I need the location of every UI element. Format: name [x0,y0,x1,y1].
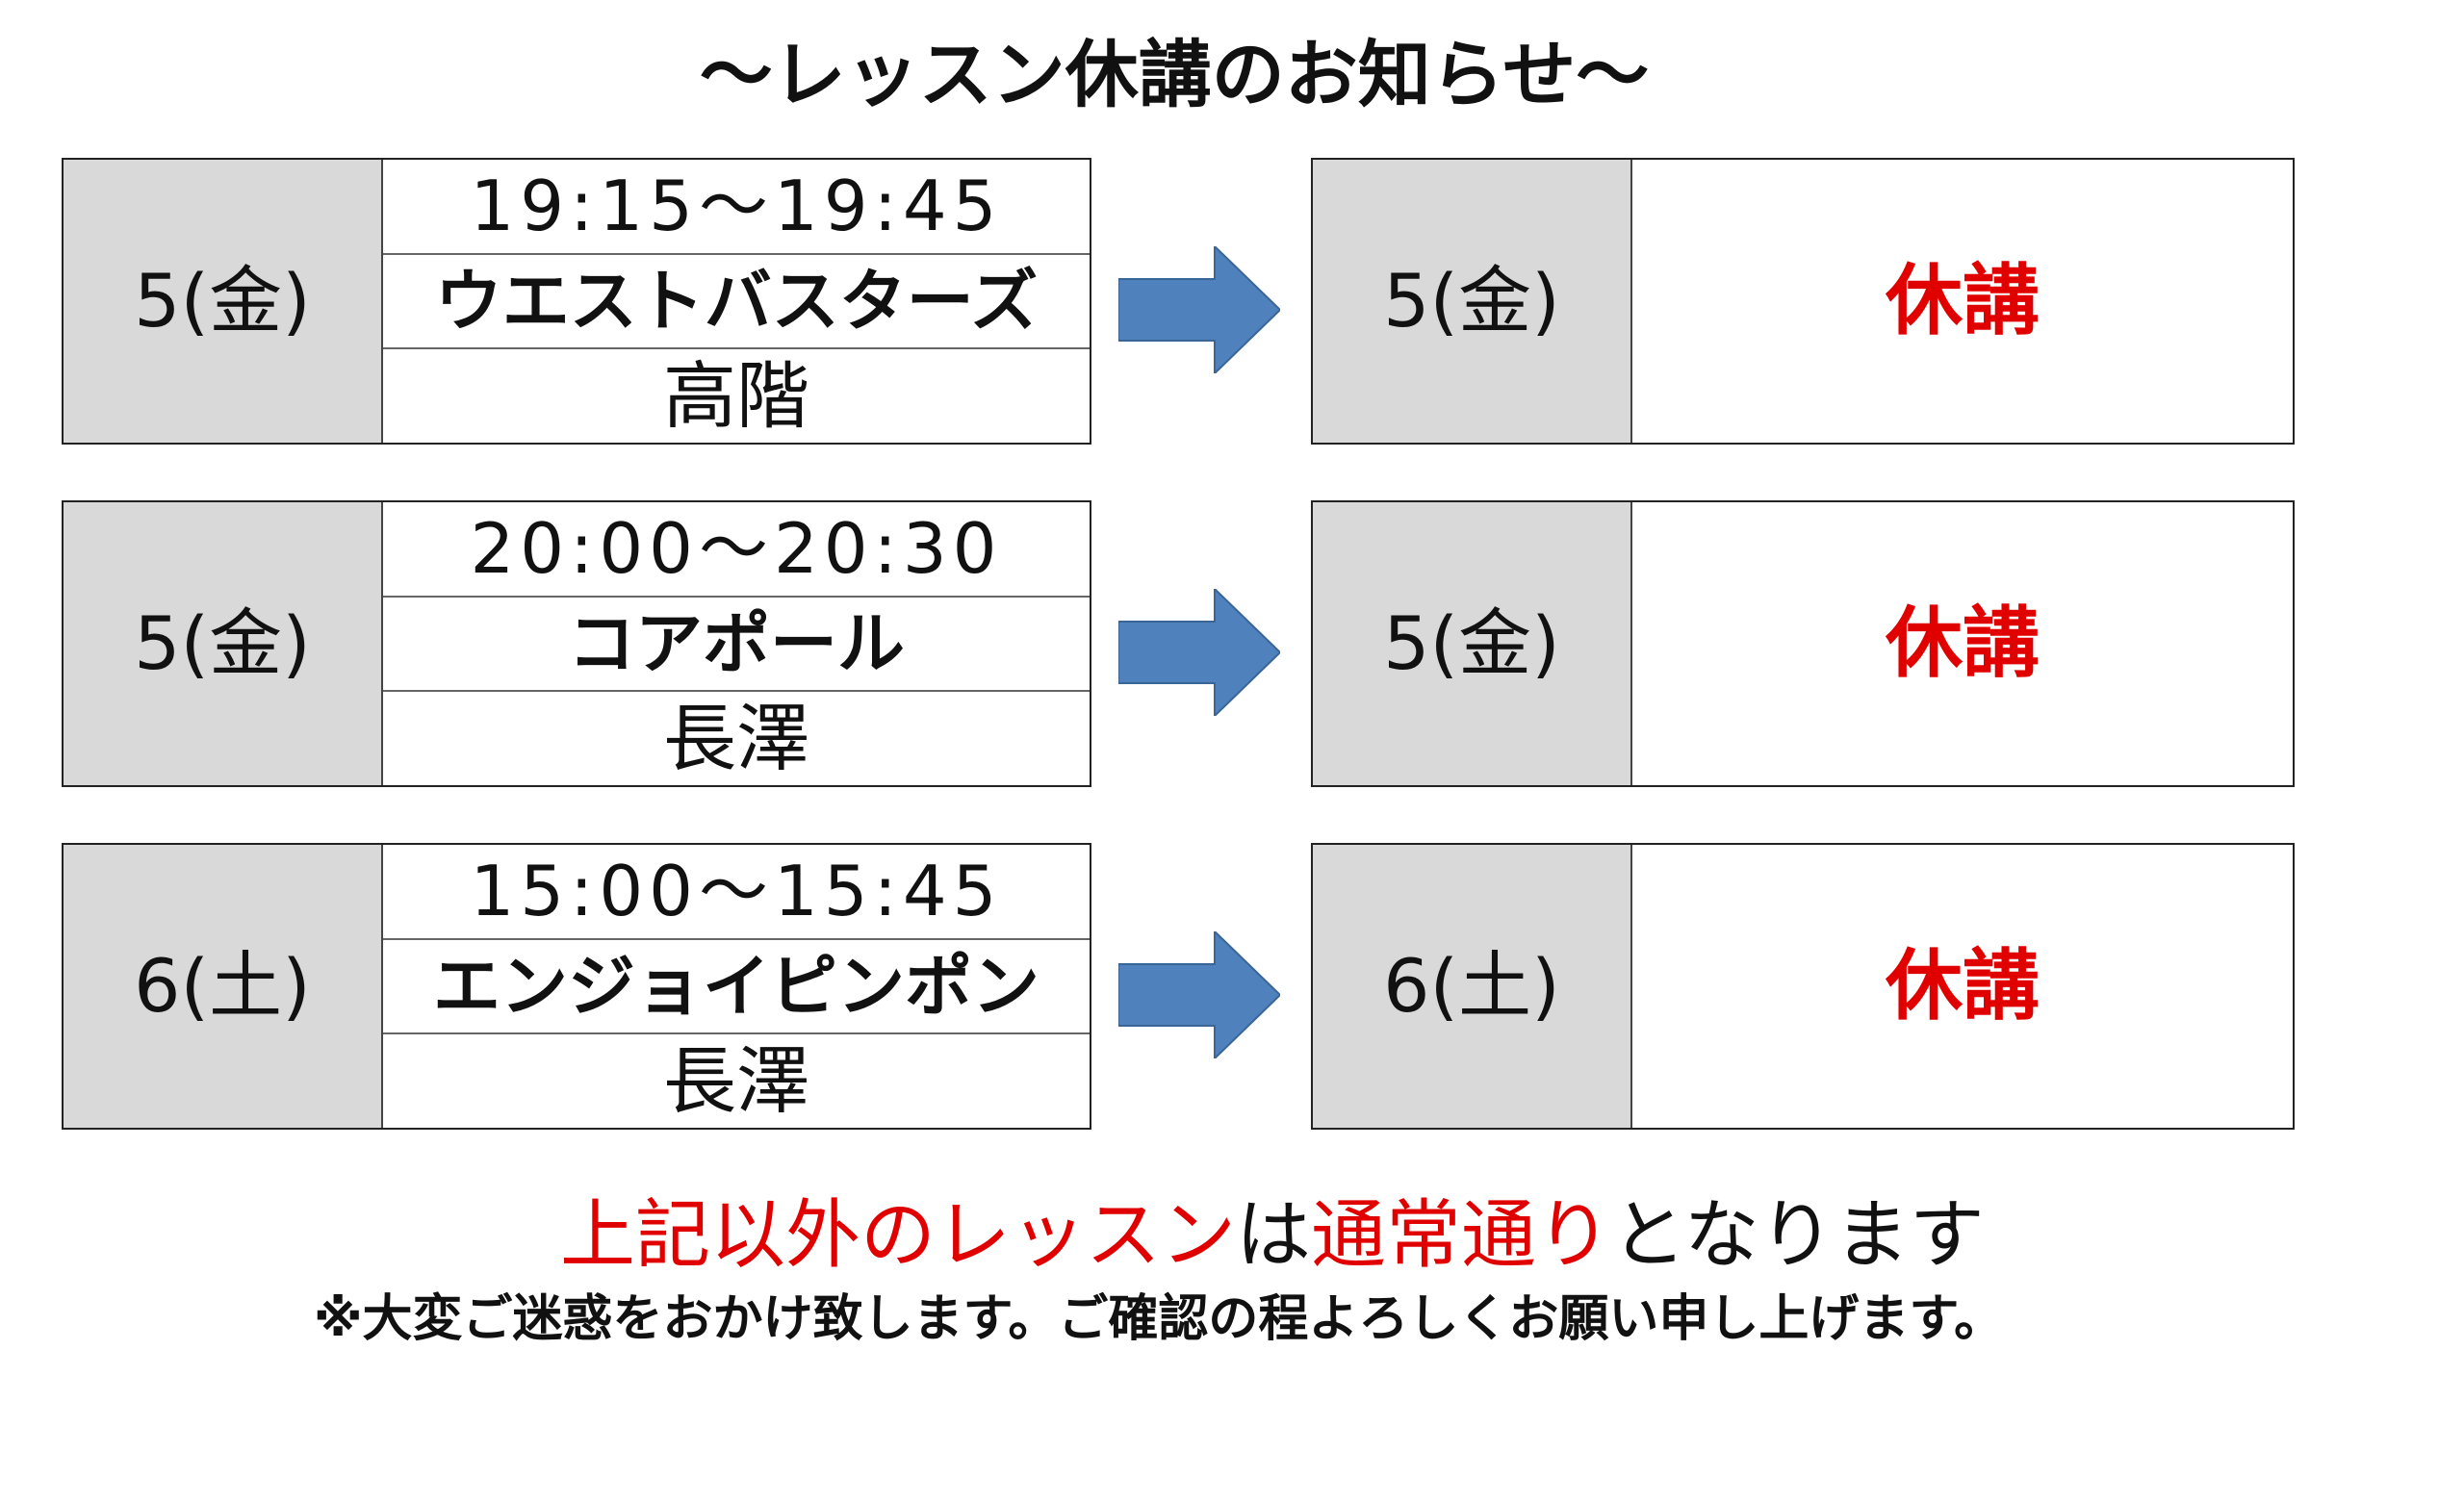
result-box: 6(土) 休講 [1311,843,2295,1130]
page-title: ～レッスン休講のお知らせ～ [699,32,1650,117]
result-day: 5(金) [1313,502,1632,785]
result-day: 6(土) [1313,845,1632,1128]
lesson-time: 15:00～15:45 [470,851,1003,932]
lesson-coach: 長澤 [383,1032,1090,1128]
lesson-time: 20:00～20:30 [470,508,1003,590]
cancel-status: 休講 [1886,599,2040,688]
original-lesson-box: 6(土) 15:00～15:45 エンジョイピンポン 長澤 [62,843,1091,1130]
lesson-time: 19:15～19:45 [470,166,1003,247]
lesson-class-name: エンジョイピンポン [383,937,1090,1033]
lesson-day: 6(土) [64,845,383,1128]
lesson-day: 5(金) [64,160,383,443]
apology-note: ※大変ご迷惑をおかけ致します。ご確認の程よろしくお願い申し上げます。 [314,1290,2005,1348]
original-lesson-box: 5(金) 19:15～19:45 ウエストバスターズ 高階 [62,158,1091,445]
lesson-row: 5(金) 20:00～20:30 コアポール 長澤 5(金) 休講 [0,500,2464,787]
cancel-status: 休講 [1886,941,2040,1031]
right-arrow-icon [1118,589,1280,716]
result-day: 5(金) [1313,160,1632,443]
lesson-info: 19:15～19:45 ウエストバスターズ 高階 [383,160,1090,443]
notice-highlight-as-usual: 通常通り [1311,1192,1612,1279]
notice-highlight-other-lessons: 上記以外のレッスン [560,1192,1237,1279]
lesson-class-name: コアポール [383,595,1090,691]
original-lesson-box: 5(金) 20:00～20:30 コアポール 長澤 [62,500,1091,787]
result-box: 5(金) 休講 [1311,500,2295,787]
result-box: 5(金) 休講 [1311,158,2295,445]
cancel-status: 休講 [1886,256,2040,345]
lesson-class-name: ウエストバスターズ [383,252,1090,348]
lesson-info: 20:00～20:30 コアポール 長澤 [383,502,1090,785]
notice-text-ending: となります [1611,1192,1985,1279]
lesson-coach: 長澤 [383,690,1090,785]
lesson-row: 6(土) 15:00～15:45 エンジョイピンポン 長澤 6(土) 休講 [0,843,2464,1130]
lesson-info: 15:00～15:45 エンジョイピンポン 長澤 [383,845,1090,1128]
right-arrow-icon [1118,246,1280,373]
notice-text-particle: は [1236,1192,1312,1279]
lesson-day: 5(金) [64,502,383,785]
notice-message-line: 上記以外のレッスンは通常通りとなります [560,1187,1985,1284]
right-arrow-icon [1118,931,1280,1058]
lesson-row: 5(金) 19:15～19:45 ウエストバスターズ 高階 5(金) 休講 [0,158,2464,445]
lesson-coach: 高階 [383,347,1090,443]
